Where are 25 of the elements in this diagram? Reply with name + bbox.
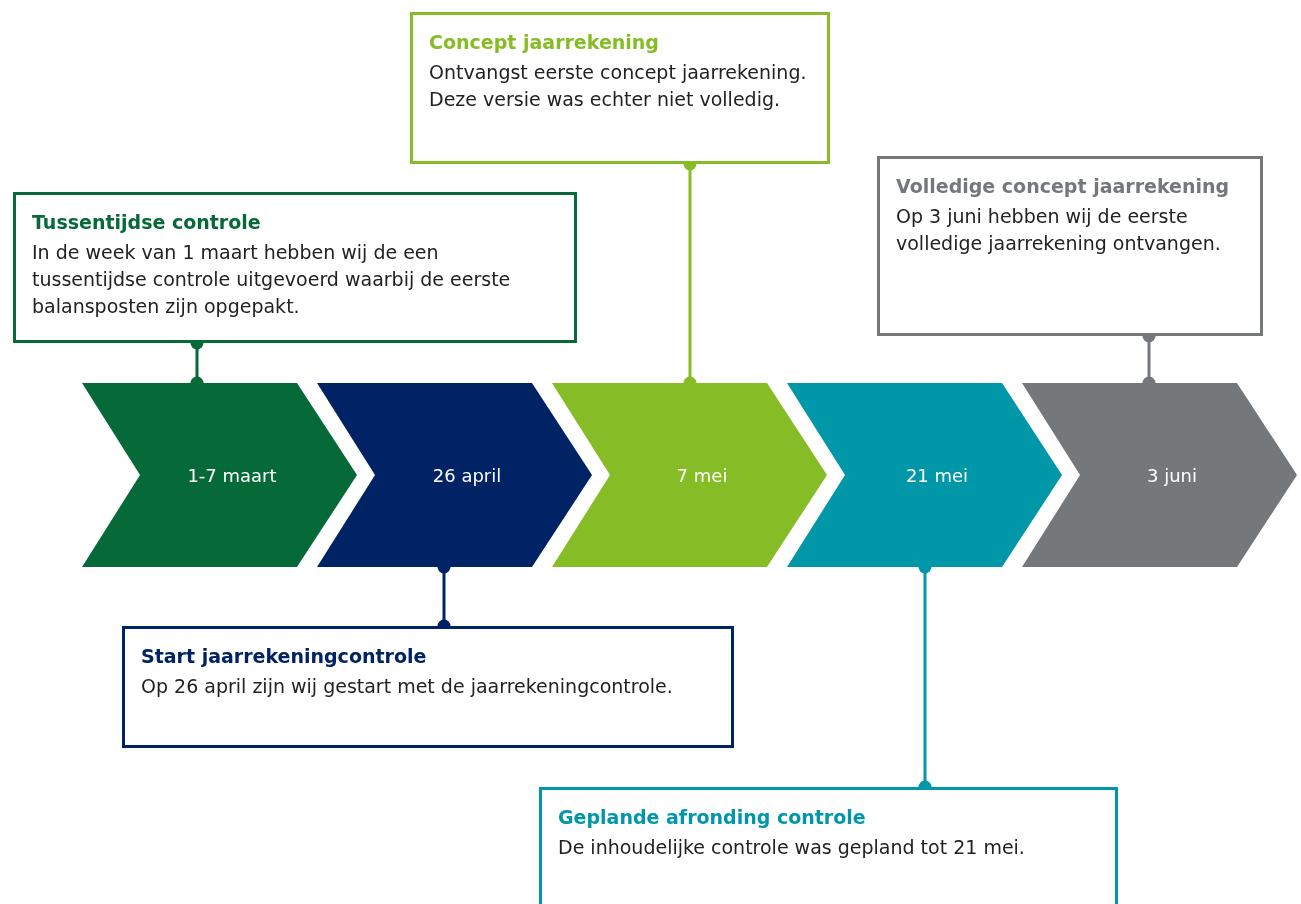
callout-box xyxy=(13,192,577,343)
callout-heading: Tussentijdse controle xyxy=(32,210,262,235)
chevron-shape xyxy=(82,383,357,567)
chevron-shape xyxy=(787,383,1062,567)
chevron-shape xyxy=(552,383,827,567)
callout-box xyxy=(410,12,830,164)
chevron-shape xyxy=(1022,383,1297,567)
callout-heading: Start jaarrekeningcontrole xyxy=(141,644,428,669)
date-label: 7 mei xyxy=(676,464,728,486)
callout-text: In de week van 1 maart hebben wij de een tussentijdse controle uitgevoerd waarbij de eerste balansposten zijn opgepakt. xyxy=(32,240,512,319)
callout-box xyxy=(539,787,1118,904)
callout-text: Op 26 april zijn wij gestart met de jaarrekeningcontrole. xyxy=(141,674,674,699)
callout-box xyxy=(122,626,734,748)
callout-heading: Volledige concept jaarrekening xyxy=(896,174,1231,199)
callout-text: Op 3 juni hebben wij de eerste volledige jaarrekening ontvangen. xyxy=(896,204,1222,256)
callout-text: De inhoudelijke controle was gepland tot 21 mei. xyxy=(558,835,1026,860)
callout-heading: Geplande afronding controle xyxy=(558,805,867,830)
chevron-shape xyxy=(317,383,592,567)
callout-heading: Concept jaarrekening xyxy=(429,30,660,55)
callout-text: Ontvangst eerste concept jaarrekening. Deze versie was echter niet volledig. xyxy=(429,60,808,112)
date-label: 3 juni xyxy=(1147,464,1197,486)
date-label: 1-7 maart xyxy=(187,464,277,486)
callout-box xyxy=(877,156,1263,336)
date-label: 26 april xyxy=(432,464,502,486)
date-label: 21 mei xyxy=(905,464,969,486)
